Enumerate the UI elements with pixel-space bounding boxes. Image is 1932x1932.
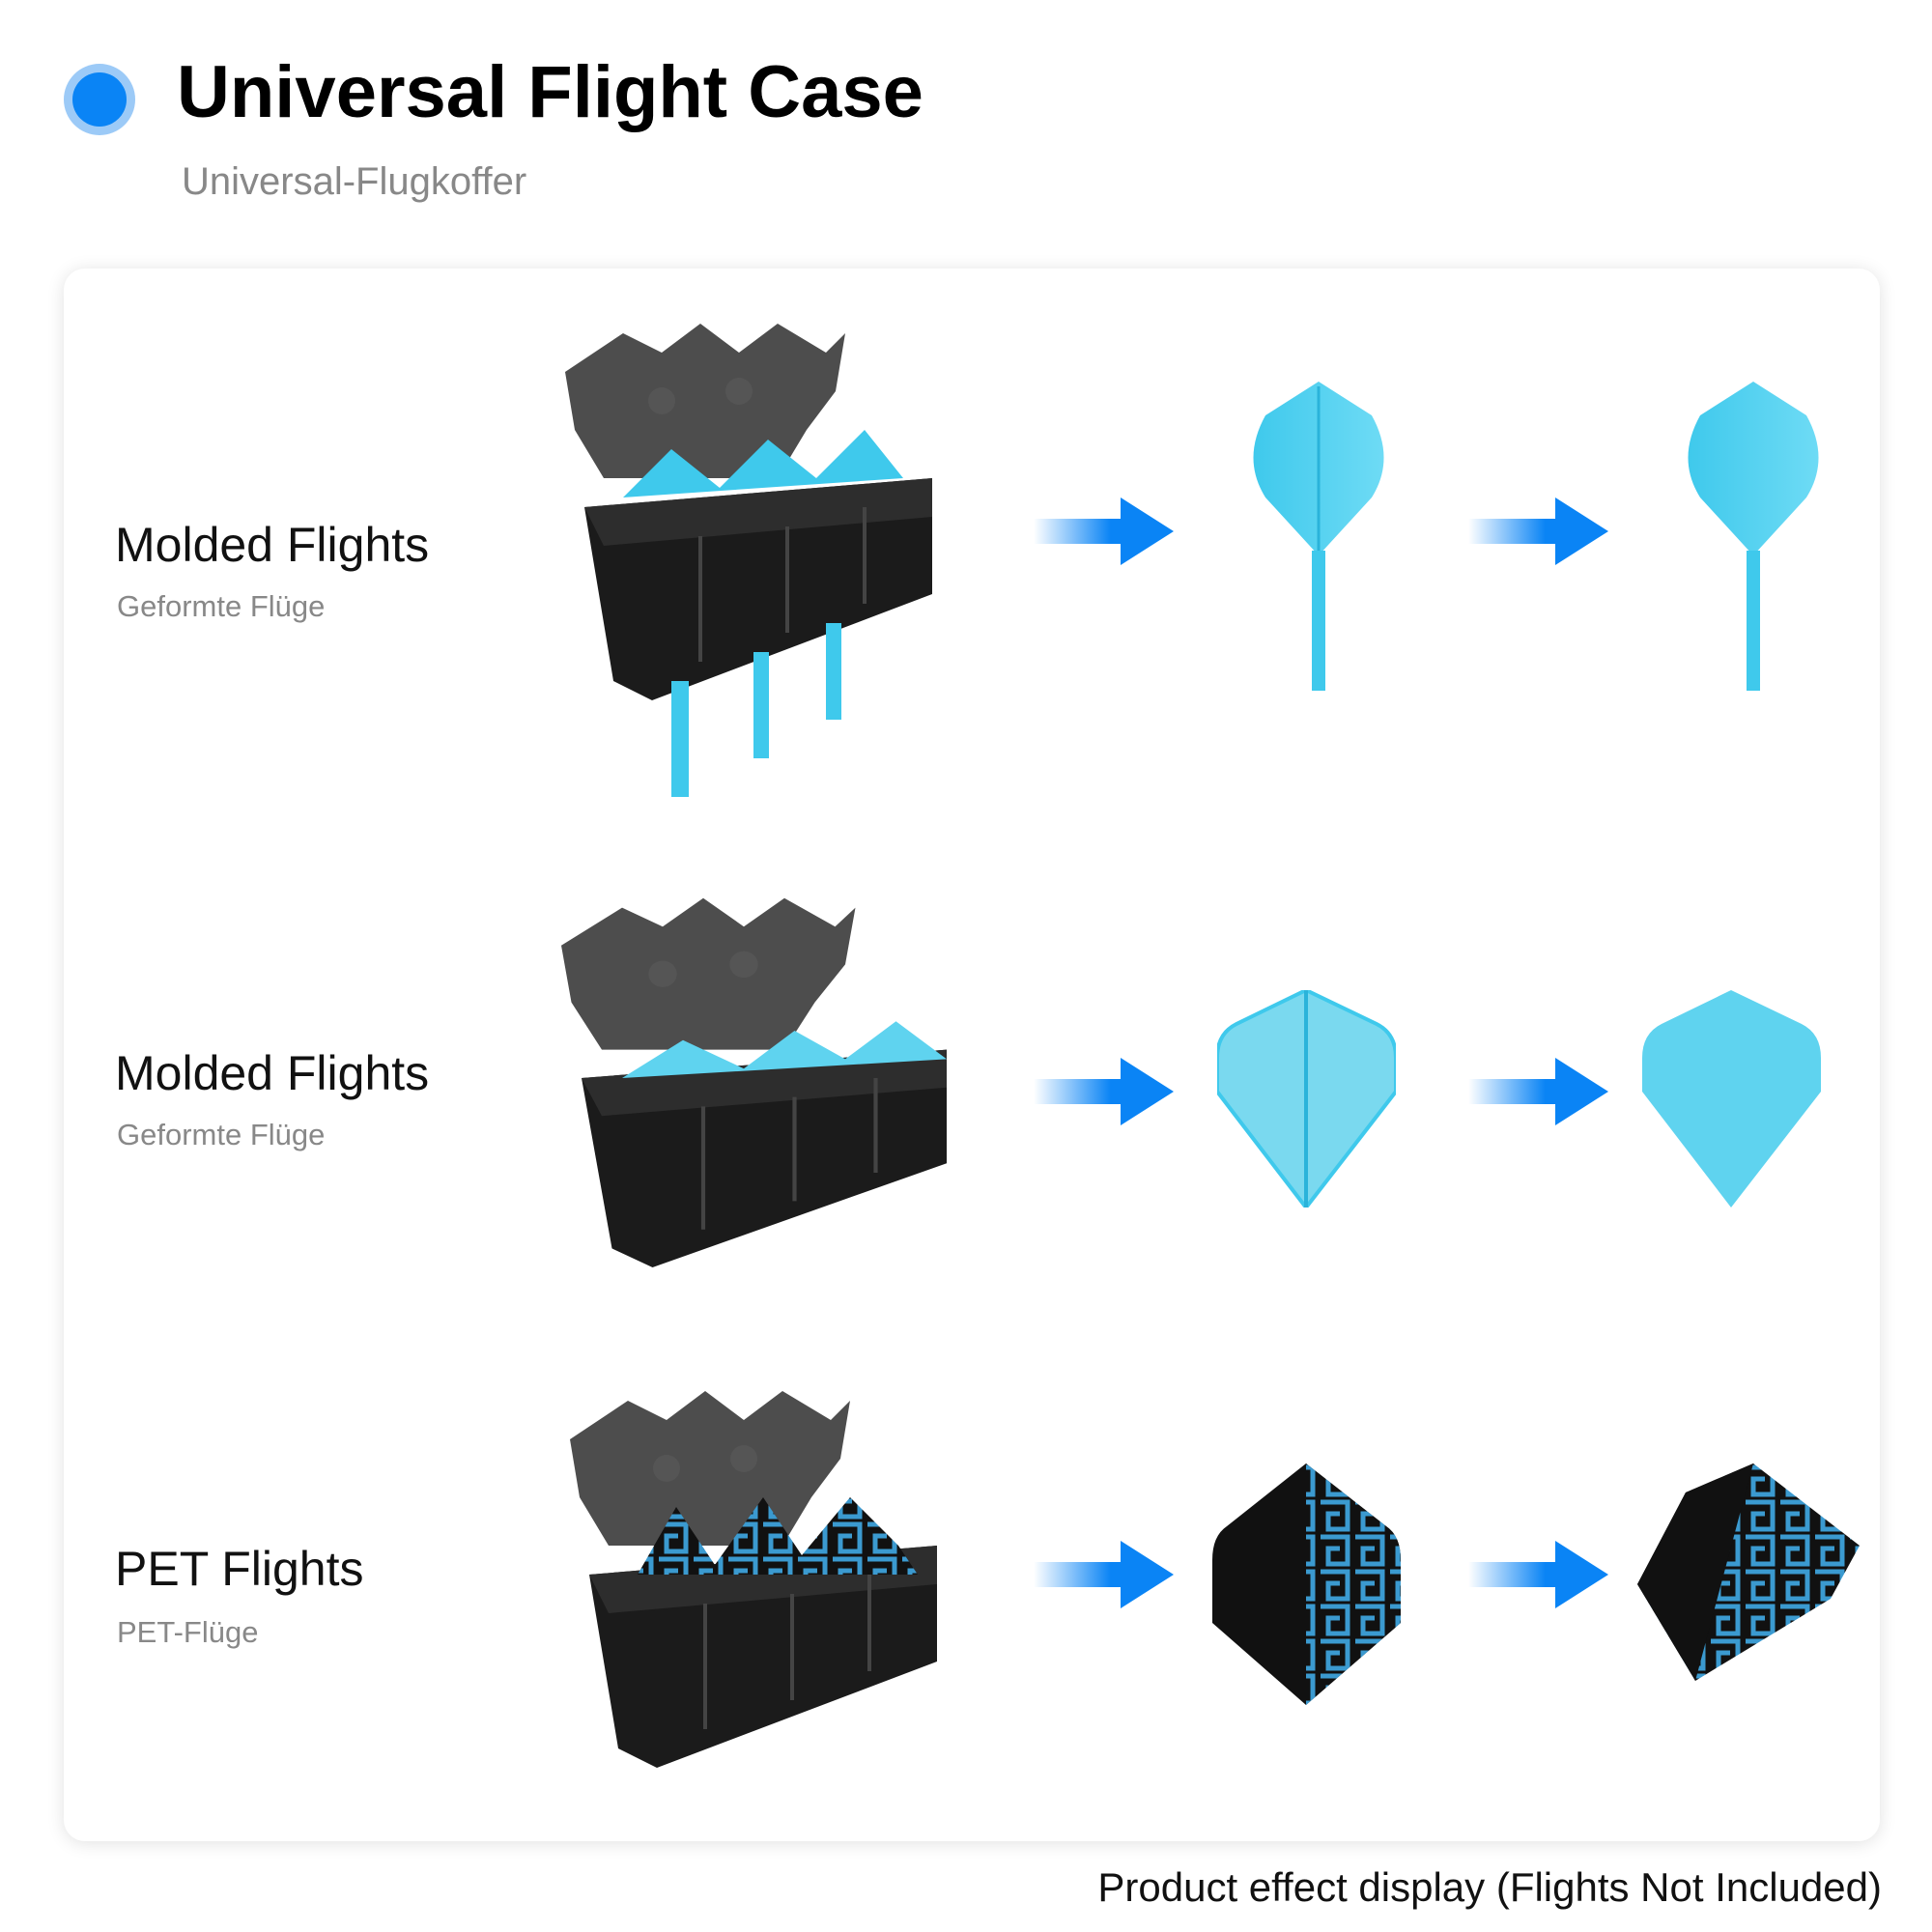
molded-flight-image (1217, 990, 1396, 1208)
arrow-icon (1034, 1541, 1174, 1608)
row-sublabel: Geformte Flüge (117, 589, 326, 623)
pet-flight-image (1212, 1463, 1401, 1705)
flight-case-image (568, 1389, 939, 1770)
molded-flight-shaft-image (1253, 382, 1384, 691)
arrow-icon (1468, 1541, 1608, 1608)
arrow-icon (1468, 497, 1608, 565)
row-label: PET Flights (115, 1542, 364, 1596)
row-label: Molded Flights (115, 1046, 430, 1100)
footer-note: Product effect display (Flights Not Incl… (1097, 1864, 1882, 1910)
row-label: Molded Flights (115, 518, 430, 572)
title-bullet-icon (64, 64, 135, 135)
flight-case-image (563, 322, 934, 797)
molded-flight-shaft-image (1688, 382, 1819, 691)
page-title: Universal Flight Case (177, 51, 923, 133)
page-subtitle: Universal-Flugkoffer (182, 160, 527, 203)
flight-case-image (541, 889, 976, 1285)
pet-flight-image (1637, 1463, 1860, 1681)
row-sublabel: PET-Flüge (117, 1615, 259, 1649)
arrow-icon (1468, 1058, 1608, 1125)
arrow-icon (1034, 497, 1174, 565)
arrow-icon (1034, 1058, 1174, 1125)
molded-flight-image (1642, 990, 1821, 1208)
row-sublabel: Geformte Flüge (117, 1118, 326, 1151)
